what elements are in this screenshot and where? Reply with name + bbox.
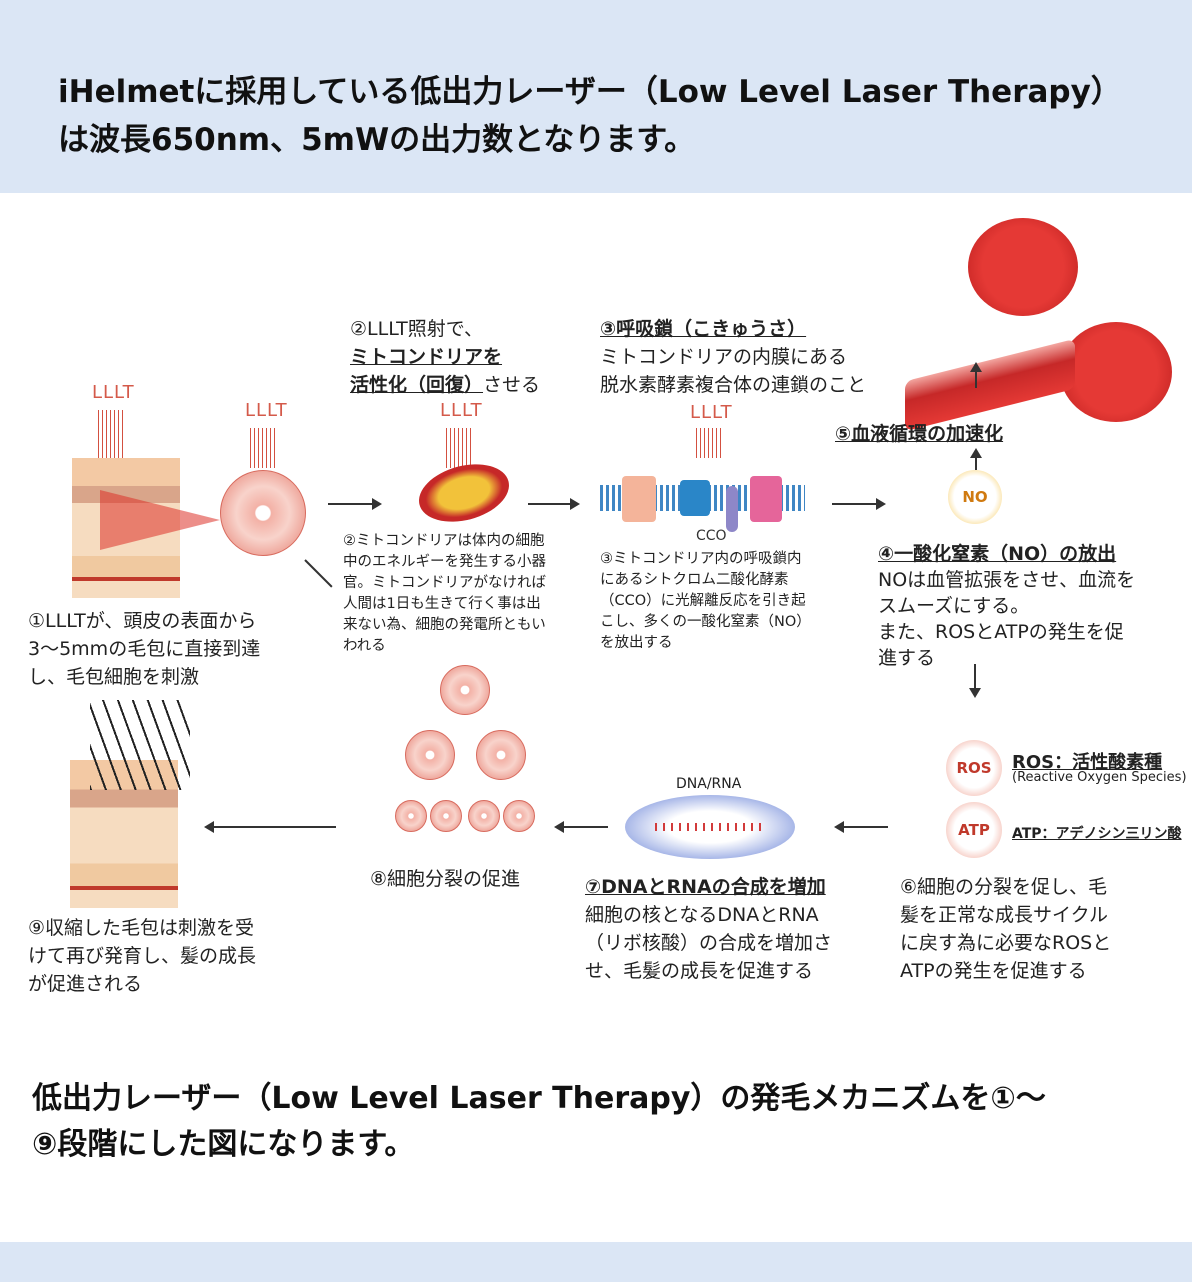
step5-title: ⑤血液循環の加速化 xyxy=(835,423,1004,445)
step2-desc: ②ミトコンドリアは体内の細胞中のエネルギーを発生する小器官。ミトコンドリアがなけ… xyxy=(343,533,546,654)
arrow-right xyxy=(528,498,580,510)
step3-title: ③呼吸鎖（こきゅうさ） ミトコンドリアの内膜にある脱水素酵素複合体の連鎖のこと xyxy=(600,318,867,396)
header-banner: iHelmetに採用している低出力レーザー（Low Level Laser Th… xyxy=(0,0,1192,193)
step8-text: ⑧細胞分裂の促進 xyxy=(370,868,521,890)
footer-banner xyxy=(0,1242,1192,1282)
laser-rays xyxy=(446,428,472,468)
cell xyxy=(405,730,455,780)
cell xyxy=(430,800,462,832)
cell xyxy=(476,730,526,780)
cell xyxy=(440,665,490,715)
arrow-left xyxy=(204,821,336,833)
laser-rays xyxy=(250,428,276,468)
cell xyxy=(395,800,427,832)
step7-text: ⑦DNAとRNAの合成を増加 細胞の核となるDNAとRNA（リボ核酸）の合成を増… xyxy=(585,876,833,982)
zoom-beam xyxy=(100,490,220,550)
step9-text: ⑨収縮した毛包は刺激を受けて再び発育し、髪の成長が促進される xyxy=(28,917,257,995)
arrow-down xyxy=(969,664,981,698)
step2-title: ②LLLT照射で、 ミトコンドリアを 活性化（回復）させる xyxy=(350,318,541,396)
cco-label: CCO xyxy=(696,528,727,544)
arrow-right xyxy=(832,498,886,510)
step3-desc: ③ミトコンドリア内の呼吸鎖内にあるシトクロム二酸化酵素（CCO）に光解離反応を引… xyxy=(600,551,811,651)
laser-rays xyxy=(98,410,124,460)
header-title: iHelmetに採用している低出力レーザー（Low Level Laser Th… xyxy=(58,68,1122,164)
complex-iv xyxy=(750,476,782,522)
arrow-left xyxy=(834,821,888,833)
atp-title: ATP：アデノシン三リン酸 xyxy=(1012,826,1182,842)
blood-vessel-zoom-2 xyxy=(1060,322,1172,422)
no-molecule: NO xyxy=(948,470,1002,524)
cell xyxy=(503,800,535,832)
ros-subtitle: (Reactive Oxygen Species) xyxy=(1012,770,1187,785)
dna-illustration xyxy=(625,795,795,859)
laser-rays xyxy=(696,428,722,458)
header-line-1: iHelmetに採用している低出力レーザー（Low Level Laser Th… xyxy=(58,74,1122,110)
hair-strands xyxy=(90,700,190,790)
connector-line xyxy=(304,559,333,588)
header-line-2: は波長650nm、5mWの出力数となります。 xyxy=(58,122,696,158)
cell xyxy=(468,800,500,832)
follicle-cell-zoom xyxy=(220,470,306,556)
step4-text: ④一酸化窒素（NO）の放出 NOは血管拡張をさせ、血流をスムーズにする。また、R… xyxy=(878,543,1136,669)
arrow-up xyxy=(970,448,982,470)
lllt-label: LLLT xyxy=(440,400,483,421)
lllt-label: LLLT xyxy=(690,402,733,423)
mitochondria-illustration xyxy=(412,455,516,531)
dna-rna-label: DNA/RNA xyxy=(676,776,742,792)
arrow-up xyxy=(970,362,982,388)
arrow-left xyxy=(554,821,608,833)
lllt-label: LLLT xyxy=(245,400,288,421)
lllt-label: LLLT xyxy=(92,382,135,403)
atp-molecule: ATP xyxy=(946,802,1002,858)
cytochrome-c xyxy=(726,486,738,532)
arrow-right xyxy=(328,498,382,510)
complex-i xyxy=(622,476,656,522)
ros-title: ROS：活性酸素種 xyxy=(1012,752,1163,773)
complex-iii xyxy=(680,480,710,516)
ros-molecule: ROS xyxy=(946,740,1002,796)
blood-vessel xyxy=(905,338,1075,432)
blood-vessel-zoom-1 xyxy=(968,218,1078,316)
caption: 低出力レーザー（Low Level Laser Therapy）の発毛メカニズム… xyxy=(32,1081,1046,1162)
